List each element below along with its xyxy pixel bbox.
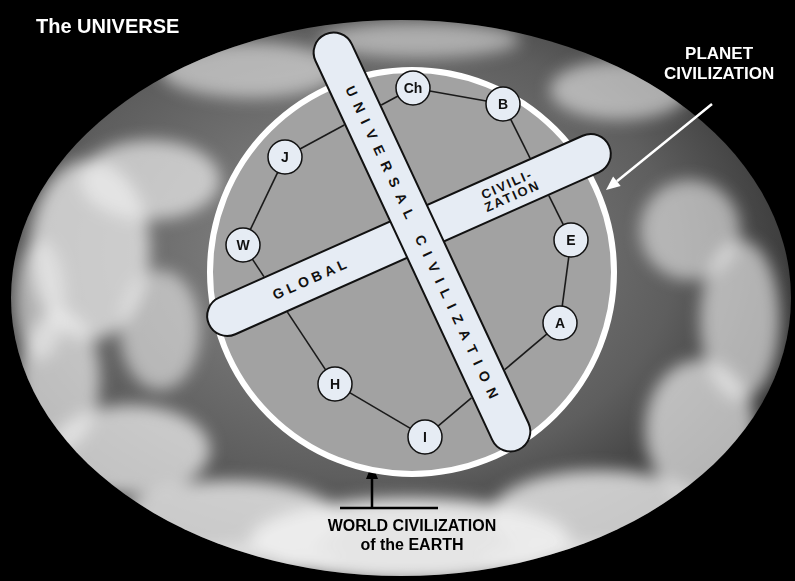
pointer-line [371,478,374,508]
planet-pointer [606,104,712,190]
letter-circle: W [225,227,261,263]
circle-letter: W [236,237,249,253]
cloud [120,270,200,390]
world-circle: WORLD CIVILIZATION of the EARTHGLOBALCIV… [207,67,617,477]
cloud [80,140,220,220]
circle-letter: J [281,149,289,165]
connector-line [252,259,264,276]
cloud [640,180,740,280]
circle-letter: E [566,232,575,248]
letter-circle-outline [396,71,430,105]
letter-circle-outline [318,367,352,401]
letter-circle: J [267,139,303,175]
circle-letter: H [330,376,340,392]
connector-line [549,196,564,225]
circle-letter: A [555,315,565,331]
cloud-group [15,22,780,581]
universe-label: The UNIVERSE [36,14,179,38]
pointer-bar [340,507,438,510]
letter-circle: H [317,366,353,402]
connector-line [287,312,325,370]
letter-circle-outline [543,306,577,340]
pointer-line [617,104,712,181]
connector-line [438,398,471,426]
circle-letter: I [423,429,427,445]
letter-circle: I [407,419,443,455]
arrowhead [606,177,621,191]
letter-circle: A [542,305,578,341]
connector-line [350,393,411,429]
earth-disc [11,20,791,576]
letter-circle-outline [486,87,520,121]
letter-circle: E [553,222,589,258]
connector-line [300,125,344,149]
letter-circle-outline [554,223,588,257]
connector-line [381,96,398,105]
cloud [180,544,340,576]
connector-line [511,119,530,158]
connector-line [250,172,277,229]
planet-label: PLANET CIVILIZATION [664,44,774,85]
connector-line [430,91,487,101]
connector-line [562,257,569,306]
cloud [50,405,210,495]
earth-clouds [15,22,780,581]
world-label: WORLD CIVILIZATION of the EARTH [320,516,504,554]
circle-letter: Ch [404,80,423,96]
cloud [480,542,640,578]
cloud [15,240,65,360]
letter-circle: B [485,86,521,122]
letter-circle: Ch [395,70,431,106]
circle-letter: B [498,96,508,112]
letter-circle-outline [226,228,260,262]
letter-circle-outline [408,420,442,454]
connector-line [505,334,547,370]
letter-circle-outline [268,140,302,174]
